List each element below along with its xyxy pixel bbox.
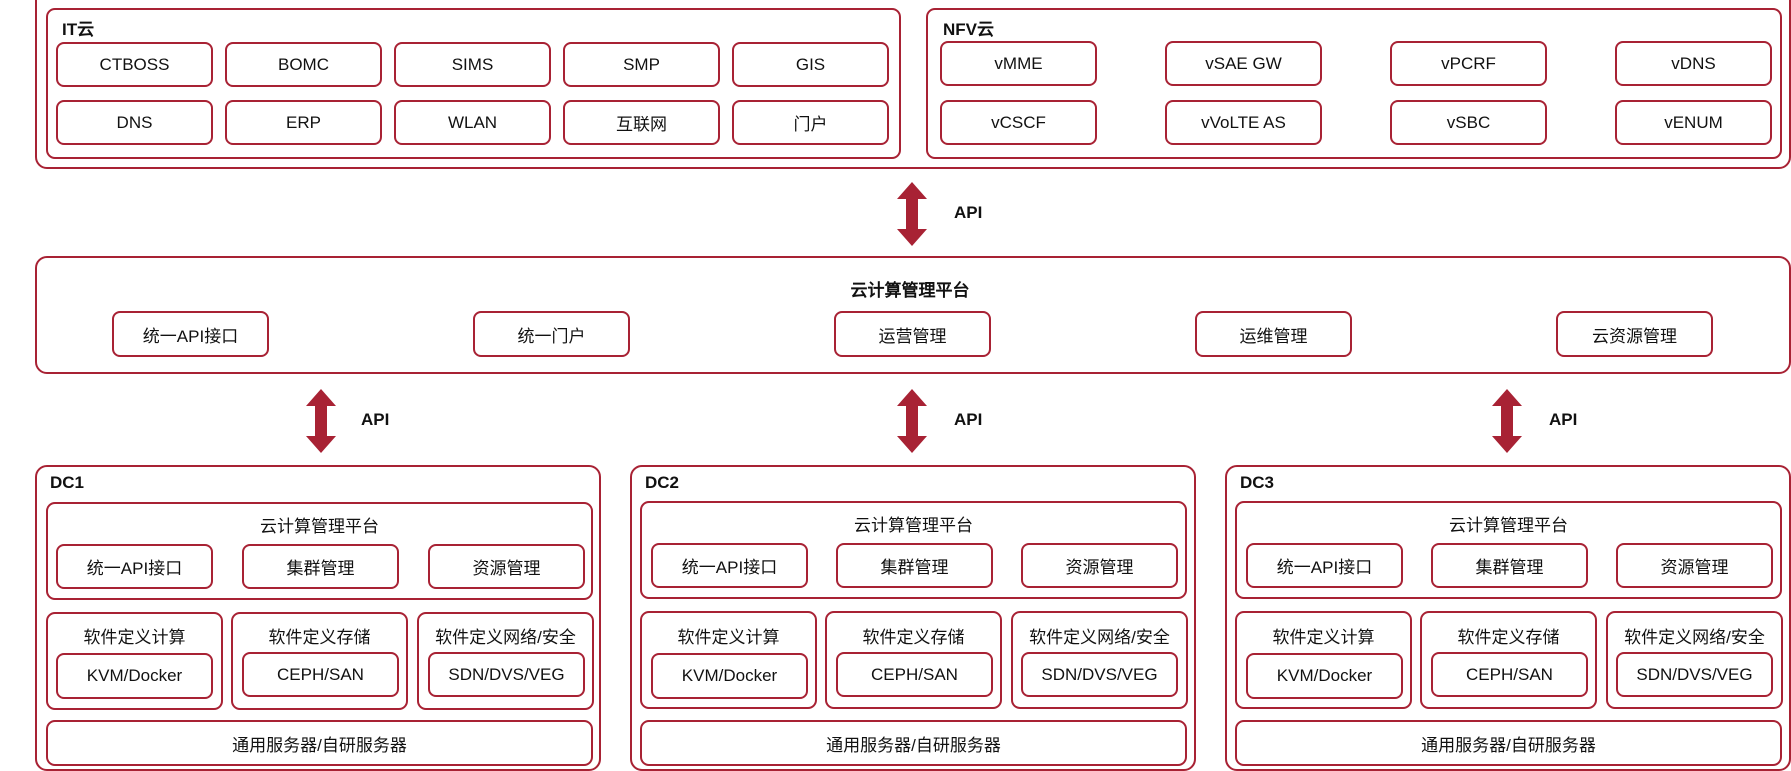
dc3-compute-label: 软件定义计算 bbox=[1272, 628, 1375, 647]
dc1-platform-title: 云计算管理平台 bbox=[260, 517, 379, 536]
dc1-resource-mgmt: 资源管理 bbox=[428, 544, 585, 589]
platform-item-unified-portal: 统一门户 bbox=[473, 311, 630, 357]
dc3-servers-label: 通用服务器/自研服务器 bbox=[1421, 735, 1596, 755]
dc2-platform-title: 云计算管理平台 bbox=[854, 516, 973, 535]
dc1-compute-label: 软件定义计算 bbox=[83, 628, 186, 647]
it-item-wlan: WLAN bbox=[394, 100, 551, 145]
platform-item-maintenance: 运维管理 bbox=[1195, 311, 1352, 357]
dc3-storage-label: 软件定义存储 bbox=[1457, 628, 1560, 647]
dc2-storage-label: 软件定义存储 bbox=[862, 628, 965, 647]
it-item-portal: 门户 bbox=[732, 100, 889, 145]
dc2-network-label: 软件定义网络/安全 bbox=[1029, 628, 1170, 647]
dc3-platform-title: 云计算管理平台 bbox=[1449, 516, 1568, 535]
api-label-dc3: API bbox=[1549, 410, 1578, 429]
dc1-compute-item: KVM/Docker bbox=[56, 653, 213, 699]
api-label-dc2: API bbox=[954, 410, 983, 429]
it-item-erp: ERP bbox=[225, 100, 382, 145]
dc3-resource-mgmt: 资源管理 bbox=[1616, 543, 1773, 588]
dc2-resource-mgmt: 资源管理 bbox=[1021, 543, 1178, 588]
dc3-network-item: SDN/DVS/VEG bbox=[1616, 652, 1773, 697]
platform-title: 云计算管理平台 bbox=[850, 281, 970, 300]
it-item-sims: SIMS bbox=[394, 42, 551, 87]
it-item-dns: DNS bbox=[56, 100, 213, 145]
dc1-network-item: SDN/DVS/VEG bbox=[428, 652, 585, 697]
nfv-item-vsae-gw: vSAE GW bbox=[1165, 41, 1322, 86]
dc2-servers-panel: 通用服务器/自研服务器 bbox=[640, 720, 1187, 766]
nfv-item-venum: vENUM bbox=[1615, 100, 1772, 145]
dc2-compute-label: 软件定义计算 bbox=[677, 628, 780, 647]
it-item-bomc: BOMC bbox=[225, 42, 382, 87]
dc2-title: DC2 bbox=[645, 473, 680, 492]
platform-item-operations: 运营管理 bbox=[834, 311, 991, 357]
platform-item-unified-api: 统一API接口 bbox=[112, 311, 269, 357]
it-item-gis: GIS bbox=[732, 42, 889, 87]
nfv-item-vmme: vMME bbox=[940, 41, 1097, 86]
dc1-title: DC1 bbox=[50, 473, 85, 492]
nfv-item-vdns: vDNS bbox=[1615, 41, 1772, 86]
dc3-cluster-mgmt: 集群管理 bbox=[1431, 543, 1588, 588]
dc3-compute-item: KVM/Docker bbox=[1246, 653, 1403, 699]
dc3-storage-item: CEPH/SAN bbox=[1431, 652, 1588, 697]
api-label-dc1: API bbox=[361, 410, 390, 429]
dc3-servers-panel: 通用服务器/自研服务器 bbox=[1235, 720, 1782, 766]
double-arrow-icon bbox=[306, 389, 336, 453]
it-item-smp: SMP bbox=[563, 42, 720, 87]
dc1-servers-label: 通用服务器/自研服务器 bbox=[232, 735, 407, 755]
nfv-item-vsbc: vSBC bbox=[1390, 100, 1547, 145]
dc2-cluster-mgmt: 集群管理 bbox=[836, 543, 993, 588]
double-arrow-icon bbox=[1492, 389, 1522, 453]
dc3-title: DC3 bbox=[1240, 473, 1275, 492]
nfv-item-vvolte-as: vVoLTE AS bbox=[1165, 100, 1322, 145]
nfv-item-vpcrf: vPCRF bbox=[1390, 41, 1547, 86]
api-label-top: API bbox=[954, 203, 983, 222]
dc1-cluster-mgmt: 集群管理 bbox=[242, 544, 399, 589]
dc1-storage-item: CEPH/SAN bbox=[242, 652, 399, 697]
dc1-storage-label: 软件定义存储 bbox=[268, 628, 371, 647]
dc2-network-item: SDN/DVS/VEG bbox=[1021, 652, 1178, 697]
dc1-servers-panel: 通用服务器/自研服务器 bbox=[46, 720, 593, 766]
dc2-unified-api: 统一API接口 bbox=[651, 543, 808, 588]
it-item-ctboss: CTBOSS bbox=[56, 42, 213, 87]
double-arrow-icon bbox=[897, 182, 927, 246]
double-arrow-icon bbox=[897, 389, 927, 453]
dc2-storage-item: CEPH/SAN bbox=[836, 652, 993, 697]
dc3-unified-api: 统一API接口 bbox=[1246, 543, 1403, 588]
platform-item-cloud-resources: 云资源管理 bbox=[1556, 311, 1713, 357]
nfv-cloud-title: NFV云 bbox=[943, 20, 994, 39]
nfv-item-vcscf: vCSCF bbox=[940, 100, 1097, 145]
dc1-unified-api: 统一API接口 bbox=[56, 544, 213, 589]
dc2-servers-label: 通用服务器/自研服务器 bbox=[826, 735, 1001, 755]
it-cloud-title: IT云 bbox=[62, 20, 95, 39]
dc3-network-label: 软件定义网络/安全 bbox=[1624, 628, 1765, 647]
dc1-network-label: 软件定义网络/安全 bbox=[435, 628, 576, 647]
it-item-internet: 互联网 bbox=[563, 100, 720, 145]
dc2-compute-item: KVM/Docker bbox=[651, 653, 808, 699]
